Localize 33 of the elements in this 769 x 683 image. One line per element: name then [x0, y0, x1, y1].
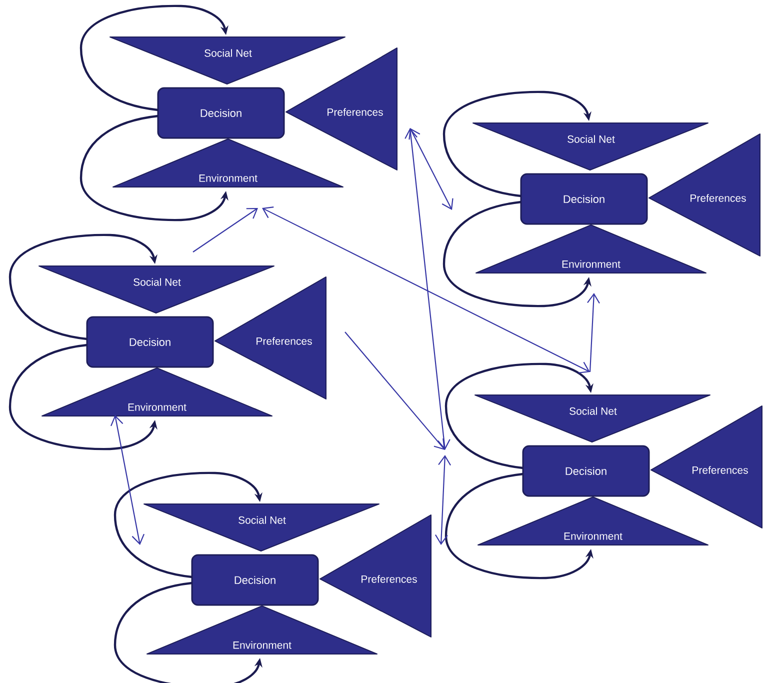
arrow: [344, 332, 445, 450]
preferences-triangle: Preferences: [286, 48, 398, 170]
arrow: [110, 414, 145, 545]
decision-box: Decision: [157, 87, 285, 139]
arrow: [262, 206, 590, 374]
arrow: [114, 472, 262, 578]
decision-box: Decision: [522, 445, 650, 497]
decision-box: Decision: [86, 316, 214, 368]
social-net-triangle: Social Net: [38, 266, 274, 314]
arrow: [442, 90, 592, 198]
arrow: [192, 208, 258, 252]
arrow: [404, 128, 450, 450]
environment-triangle: Environment: [112, 138, 344, 188]
preferences-triangle: Preferences: [320, 514, 432, 638]
social-net-triangle: Social Net: [144, 503, 380, 552]
environment-triangle: Environment: [476, 224, 706, 274]
arrow: [408, 128, 454, 210]
preferences-triangle: Preferences: [648, 134, 760, 256]
preferences-triangle: Preferences: [214, 276, 326, 400]
environment-triangle: Environment: [478, 496, 708, 546]
decision-box: Decision: [191, 554, 319, 606]
environment-triangle: Environment: [146, 605, 378, 654]
social-net-triangle: Social Net: [474, 394, 710, 442]
arrow: [8, 234, 158, 340]
preferences-triangle: Preferences: [650, 405, 762, 528]
arrow: [444, 362, 594, 470]
social-net-triangle: Social Net: [110, 36, 346, 84]
environment-triangle: Environment: [42, 367, 272, 416]
decision-box: Decision: [520, 173, 648, 225]
arrow: [587, 292, 600, 372]
arrow: [80, 4, 228, 112]
arrow: [434, 454, 452, 545]
social-net-triangle: Social Net: [472, 122, 708, 170]
